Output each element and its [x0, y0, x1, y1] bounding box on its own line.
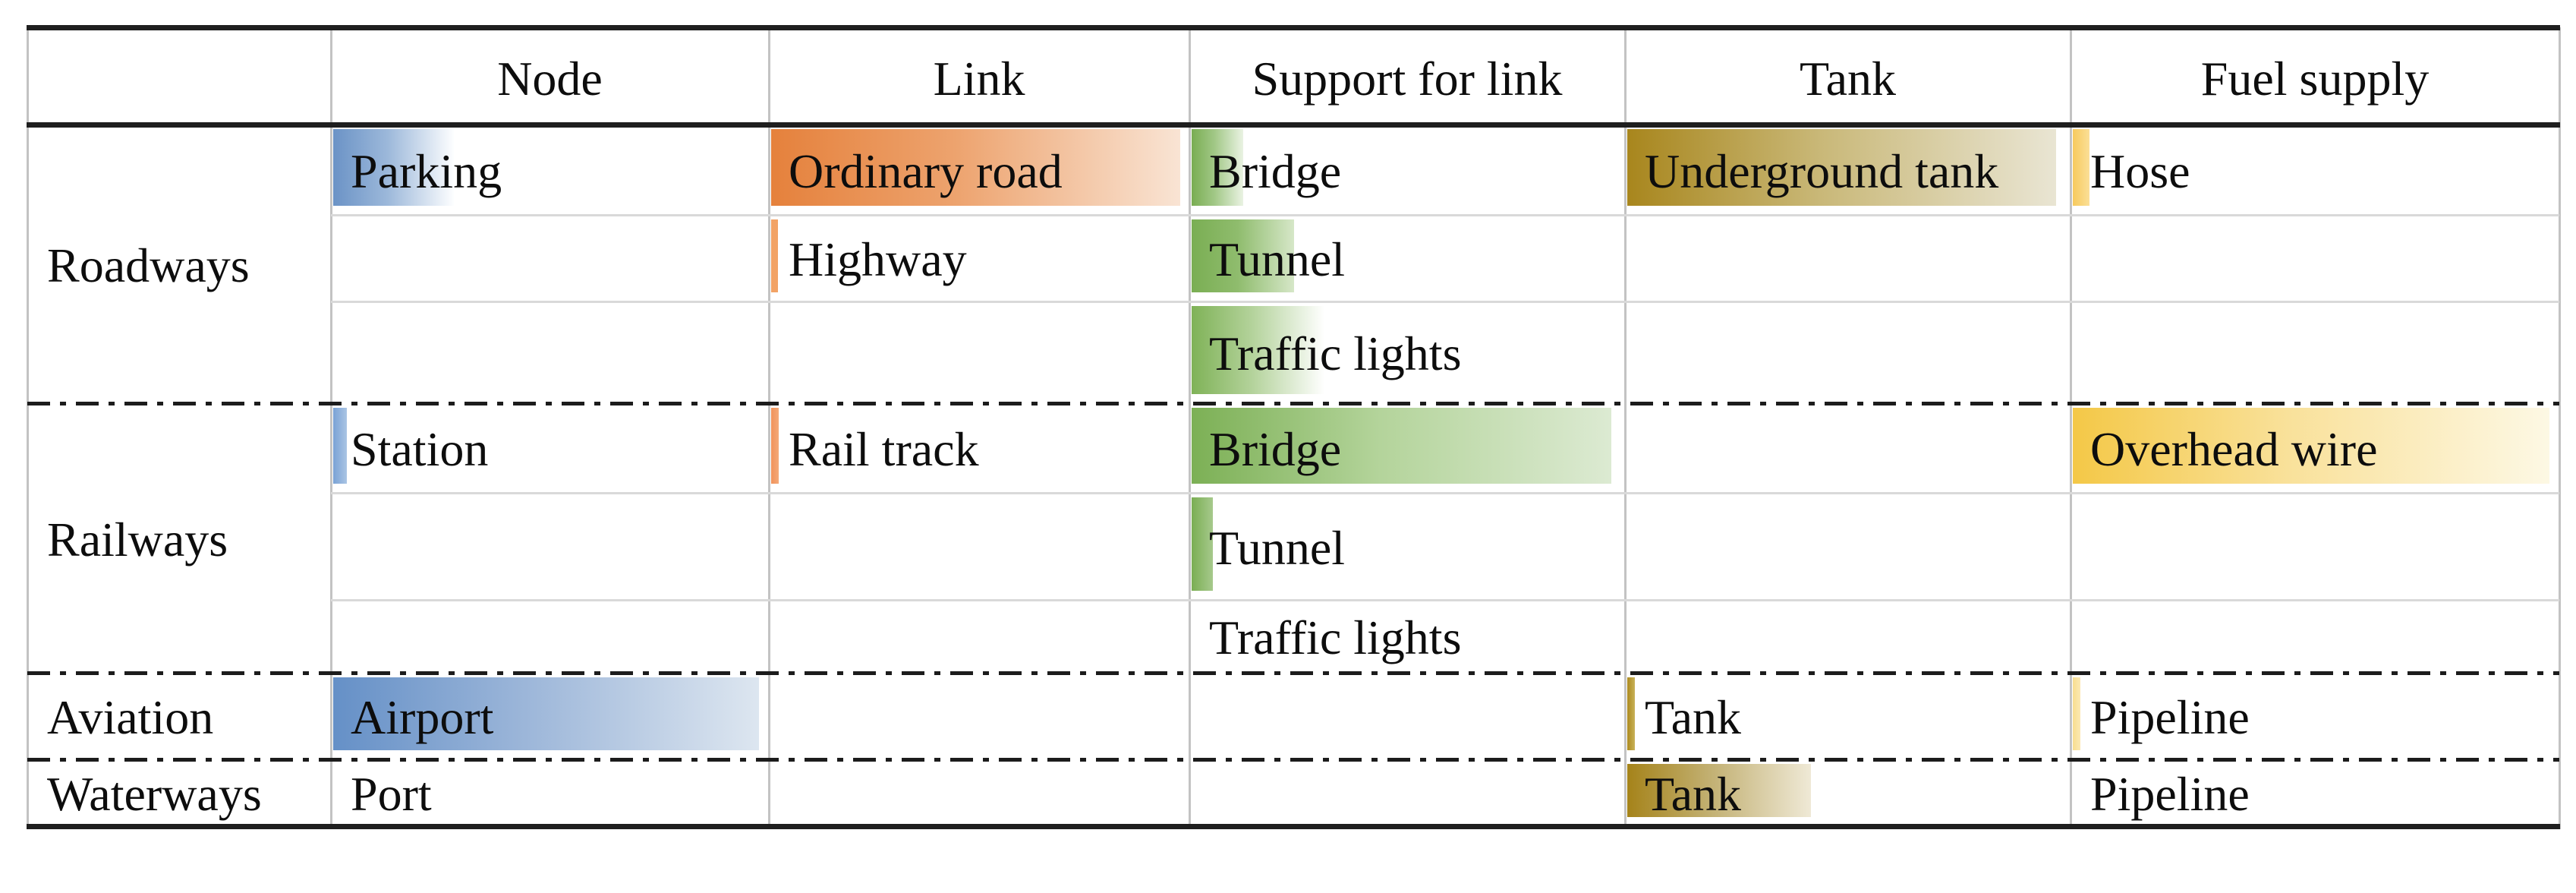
cell-highlight-bar-highway	[771, 219, 778, 292]
cell-highlight-bar-pipeline	[2073, 677, 2080, 750]
cell-highlight-bar-underground-tank	[1627, 129, 2056, 206]
cell-highlight-bar-tank	[1627, 677, 1635, 750]
cell-label-highway: Highway	[789, 232, 967, 286]
cell-highlight-bar-airport	[333, 677, 759, 750]
column-divider-line	[2070, 27, 2072, 829]
cell-label-tank: Tank	[1645, 690, 1742, 744]
cell-highlight-bar-bridge	[1192, 408, 1611, 484]
row-group-label-roadways: Roadways	[47, 238, 250, 292]
cell-highlight-bar-ordinary-road	[771, 129, 1180, 206]
cell-label-port: Port	[351, 767, 432, 821]
row-separator-line	[331, 599, 2559, 601]
cell-label-station: Station	[351, 422, 489, 476]
row-group-label-waterways: Waterways	[47, 767, 262, 821]
cell-label-pipeline: Pipeline	[2090, 767, 2250, 821]
group-separator-line	[27, 671, 2559, 675]
cell-label-bridge: Bridge	[1209, 422, 1342, 476]
column-header-node: Node	[497, 52, 603, 106]
cell-label-hose: Hose	[2090, 144, 2190, 198]
group-separator-line	[27, 402, 2559, 405]
cell-label-parking: Parking	[351, 144, 502, 198]
cell-highlight-bar-tunnel	[1192, 219, 1294, 292]
table-border-right	[2559, 27, 2561, 829]
cell-label-underground-tank: Underground tank	[1645, 144, 1999, 198]
cell-highlight-bar-hose	[2073, 129, 2089, 206]
cell-highlight-bar-tank	[1627, 764, 1811, 817]
row-separator-line	[331, 214, 2559, 216]
column-divider-line	[1189, 27, 1191, 829]
cell-label-bridge: Bridge	[1209, 144, 1342, 198]
row-separator-line	[331, 492, 2559, 494]
column-header-support-for-link: Support for link	[1252, 52, 1563, 106]
column-divider-line	[330, 27, 332, 829]
cell-highlight-bar-traffic-lights	[1192, 306, 1324, 394]
cell-highlight-bar-station	[333, 408, 347, 484]
cell-label-tunnel: Tunnel	[1209, 232, 1346, 286]
cell-label-airport: Airport	[351, 690, 494, 744]
group-separator-line	[27, 758, 2559, 762]
row-group-label-aviation: Aviation	[47, 690, 214, 744]
cell-label-pipeline: Pipeline	[2090, 690, 2250, 744]
column-divider-line	[768, 27, 770, 829]
cell-label-traffic-lights: Traffic lights	[1209, 611, 1462, 664]
row-separator-line	[331, 301, 2559, 303]
cell-highlight-bar-parking	[333, 129, 454, 206]
row-group-label-railways: Railways	[47, 512, 228, 566]
cell-label-traffic-lights: Traffic lights	[1209, 327, 1462, 380]
cell-highlight-bar-overhead-wire	[2073, 408, 2549, 484]
table-border-top	[27, 25, 2560, 30]
cell-label-tunnel: Tunnel	[1209, 520, 1346, 575]
column-divider-line	[1624, 27, 1627, 829]
cell-label-rail-track: Rail track	[789, 422, 979, 476]
header-bottom-rule	[27, 122, 2560, 128]
table-border-left	[27, 27, 29, 829]
cell-label-overhead-wire: Overhead wire	[2090, 422, 2378, 476]
column-header-fuel-supply: Fuel supply	[2200, 52, 2430, 106]
column-header-tank: Tank	[1799, 52, 1897, 106]
cell-highlight-bar-bridge	[1192, 129, 1243, 206]
cell-label-ordinary-road: Ordinary road	[789, 144, 1063, 198]
table-border-bottom	[27, 824, 2560, 829]
cell-highlight-bar-rail-track	[771, 408, 779, 484]
cell-highlight-bar-tunnel	[1192, 497, 1213, 591]
column-header-link: Link	[933, 52, 1025, 106]
cell-label-tank: Tank	[1645, 767, 1742, 821]
